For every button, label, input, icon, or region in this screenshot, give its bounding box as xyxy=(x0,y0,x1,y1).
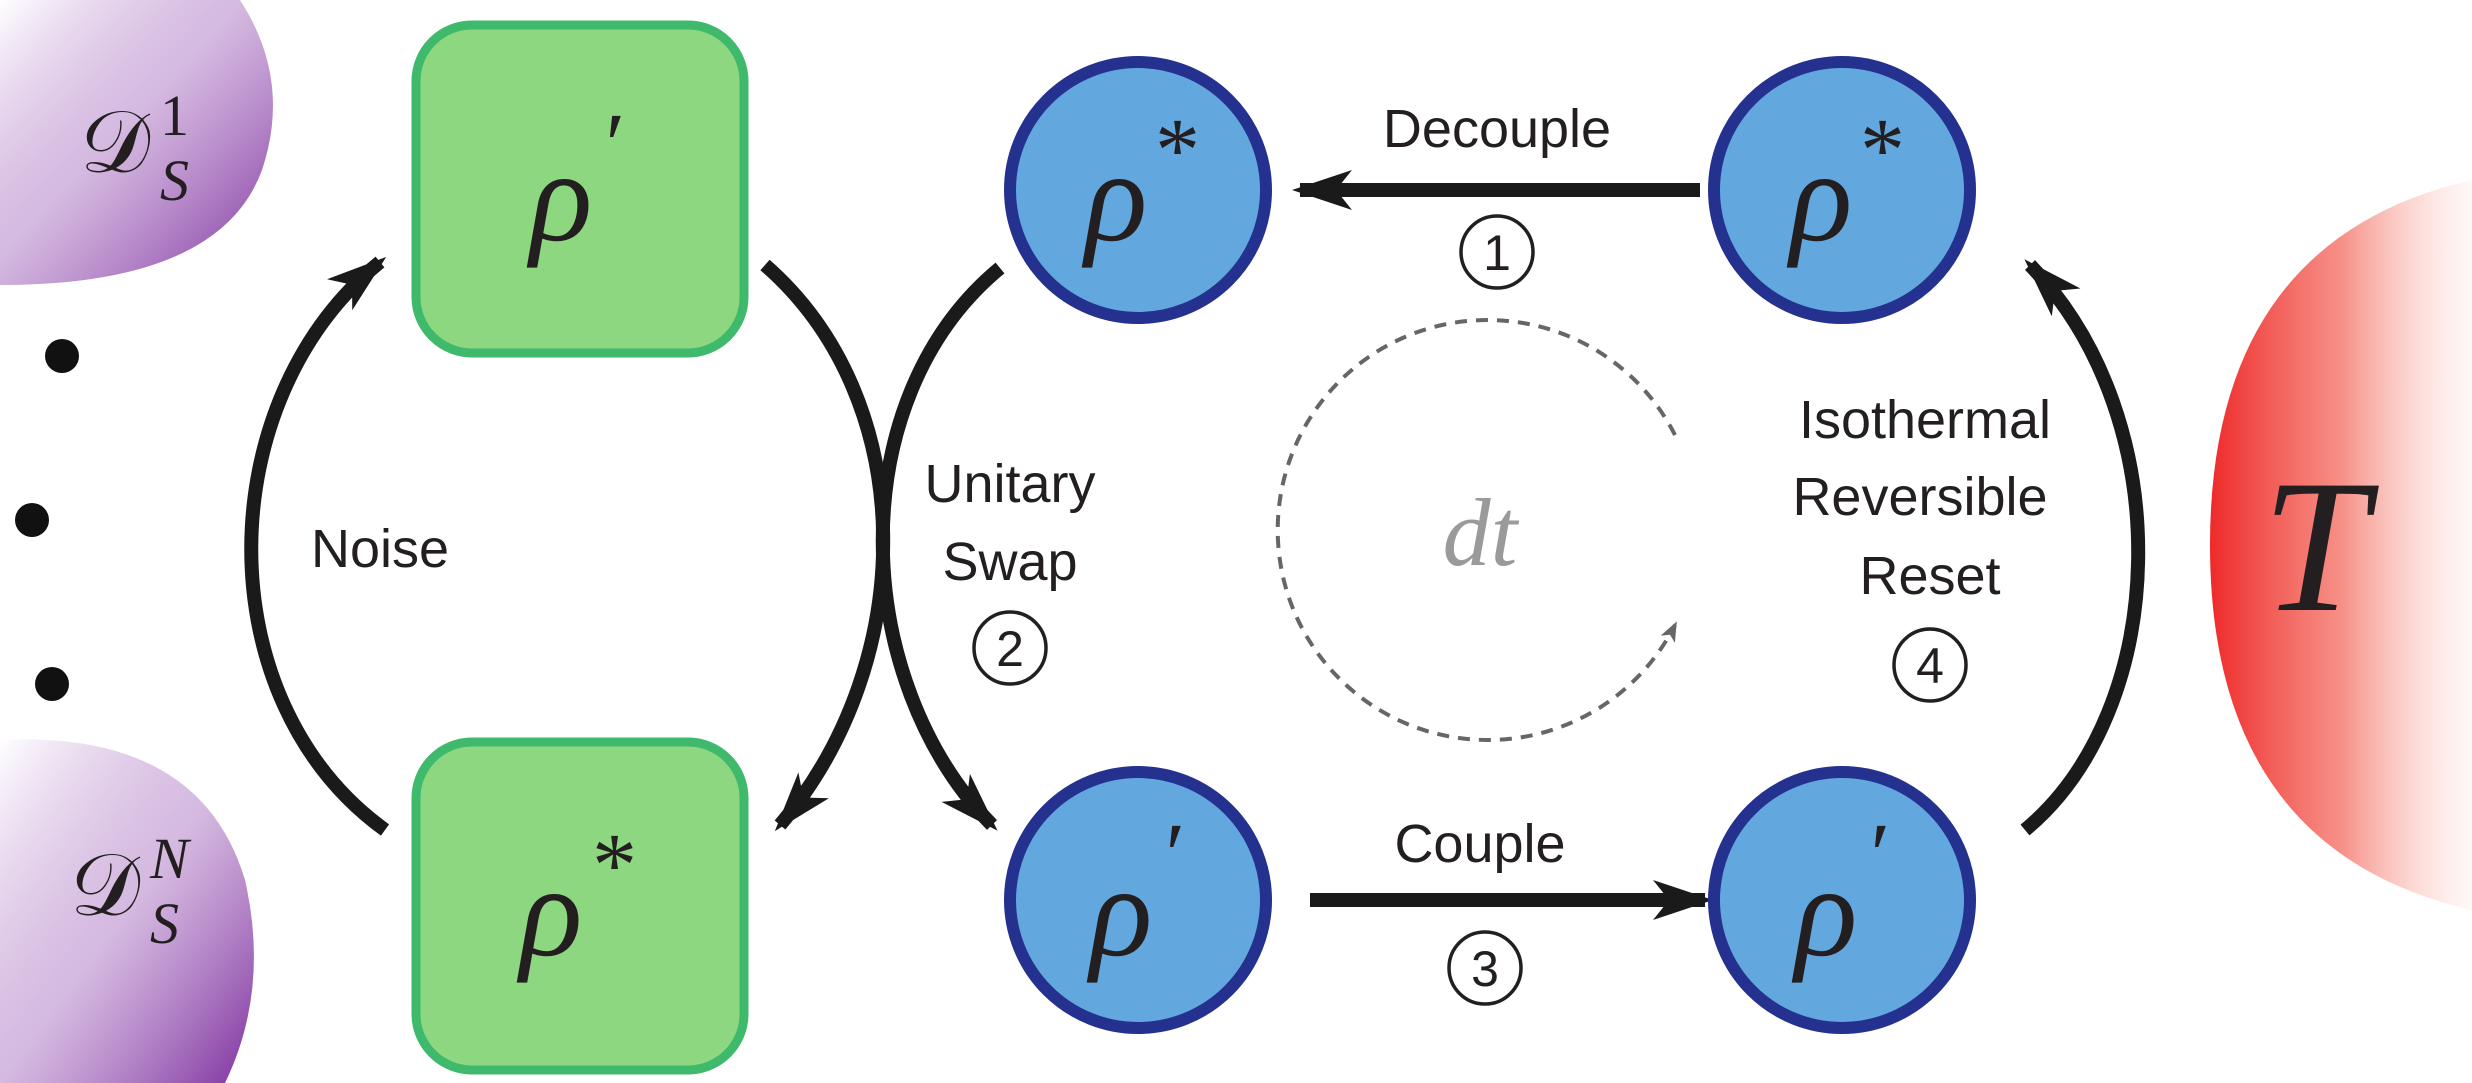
green-down-arrow xyxy=(760,259,891,832)
step-3-badge: 3 xyxy=(1447,930,1523,1006)
step-1-number: 1 xyxy=(1483,225,1511,281)
blue-state-top-right-rho: ρ xyxy=(1786,125,1852,269)
swap-label: Swap xyxy=(942,532,1077,592)
bath-temperature: T xyxy=(2262,442,2379,652)
green-state-top-rho: ρ xyxy=(526,125,592,269)
heat-bath-shape xyxy=(2210,180,2472,910)
step-4-circle xyxy=(1892,627,1968,703)
reset-label: Reset xyxy=(1859,546,2000,606)
detector-top-sub: S xyxy=(160,148,189,213)
isothermal-label: Isothermal xyxy=(1799,390,2051,450)
dot xyxy=(15,503,49,537)
detector-bottom-sub: S xyxy=(150,891,179,956)
green-state-bottom-sup: * xyxy=(592,816,637,915)
detector-top: 𝒟 1 S xyxy=(0,0,273,285)
green-state-top-box xyxy=(411,20,749,358)
detector-top-base: 𝒟 xyxy=(80,95,151,192)
blue-state-bottom-left-sup: ′ xyxy=(1160,806,1181,905)
detector-bottom-shape xyxy=(0,739,254,1083)
blue-state-top-right-circle xyxy=(1708,56,1976,324)
noise-label: Noise xyxy=(311,519,449,579)
green-state-top-sup: ′ xyxy=(600,96,621,195)
blue-state-bottom-left-circle xyxy=(1004,766,1272,1034)
detector-bottom-sup: N xyxy=(149,826,192,891)
noise-arrow xyxy=(244,256,390,836)
step-2-circle xyxy=(972,610,1048,686)
green-state-bottom: ρ * xyxy=(411,737,749,1075)
reversible-label: Reversible xyxy=(1792,467,2047,527)
step-1-circle xyxy=(1459,214,1535,290)
step-1-badge: 1 xyxy=(1459,214,1535,290)
reset-arrow xyxy=(2020,259,2146,836)
heat-bath: T xyxy=(2210,180,2472,910)
step-2-number: 2 xyxy=(996,621,1024,677)
blue-state-top-right-sup: * xyxy=(1860,101,1905,200)
step-4-badge: 4 xyxy=(1892,627,1968,703)
dot xyxy=(45,339,79,373)
arrows xyxy=(244,170,2146,920)
blue-state-top-left-circle xyxy=(1004,56,1272,324)
detector-top-shape xyxy=(0,0,273,285)
blue-state-bottom-right-rho: ρ xyxy=(1791,840,1857,984)
detector-bottom-base: 𝒟 xyxy=(70,838,141,935)
green-state-bottom-rho: ρ xyxy=(516,840,582,984)
dot xyxy=(35,667,69,701)
unitary-label: Unitary xyxy=(924,454,1095,514)
couple-label: Couple xyxy=(1394,814,1565,874)
blue-state-bottom-right-sup: ′ xyxy=(1865,806,1886,905)
cycle-dt-label: dt xyxy=(1443,479,1520,586)
green-state-bottom-box xyxy=(411,737,749,1075)
blue-state-top-left-sup: * xyxy=(1155,101,1200,200)
blue-state-top-right: ρ * xyxy=(1708,56,1976,324)
blue-state-top-left-rho: ρ xyxy=(1081,125,1147,269)
step-2-badge: 2 xyxy=(972,610,1048,686)
blue-state-bottom-right: ρ ′ xyxy=(1708,766,1976,1034)
detector-bottom: 𝒟 N S xyxy=(0,739,254,1083)
blue-state-top-left: ρ * xyxy=(1004,56,1272,324)
unitary-swap-arrow xyxy=(875,262,1005,831)
step-3-number: 3 xyxy=(1471,941,1499,997)
step-4-number: 4 xyxy=(1916,638,1944,694)
blue-state-bottom-right-circle xyxy=(1708,766,1976,1034)
ellipsis-dots xyxy=(15,339,79,701)
detector-top-sup: 1 xyxy=(160,83,189,148)
step-3-circle xyxy=(1447,930,1523,1006)
cycle-dashed-arrow xyxy=(1275,318,1677,742)
blue-state-bottom-left: ρ ′ xyxy=(1004,766,1272,1034)
decouple-label: Decouple xyxy=(1383,99,1611,159)
blue-state-bottom-left-rho: ρ xyxy=(1086,840,1152,984)
green-state-top: ρ ′ xyxy=(411,20,749,358)
